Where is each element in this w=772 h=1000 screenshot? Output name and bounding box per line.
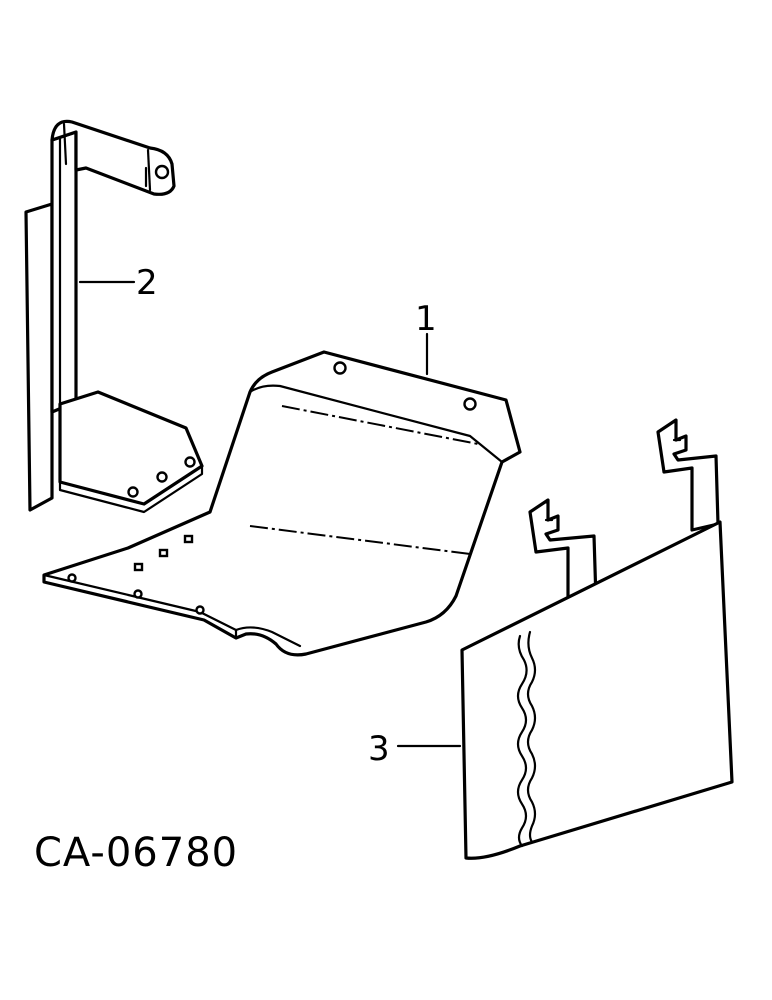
- callout-part-2: 2: [136, 263, 158, 303]
- figure-code: CA-06780: [34, 830, 238, 876]
- part-1-floor-plate: [42, 332, 522, 657]
- callout-part-1: 1: [415, 299, 437, 339]
- callout-part-3: 3: [368, 729, 390, 769]
- part-3-shield: [396, 418, 734, 860]
- part-2-bracket: [24, 119, 204, 514]
